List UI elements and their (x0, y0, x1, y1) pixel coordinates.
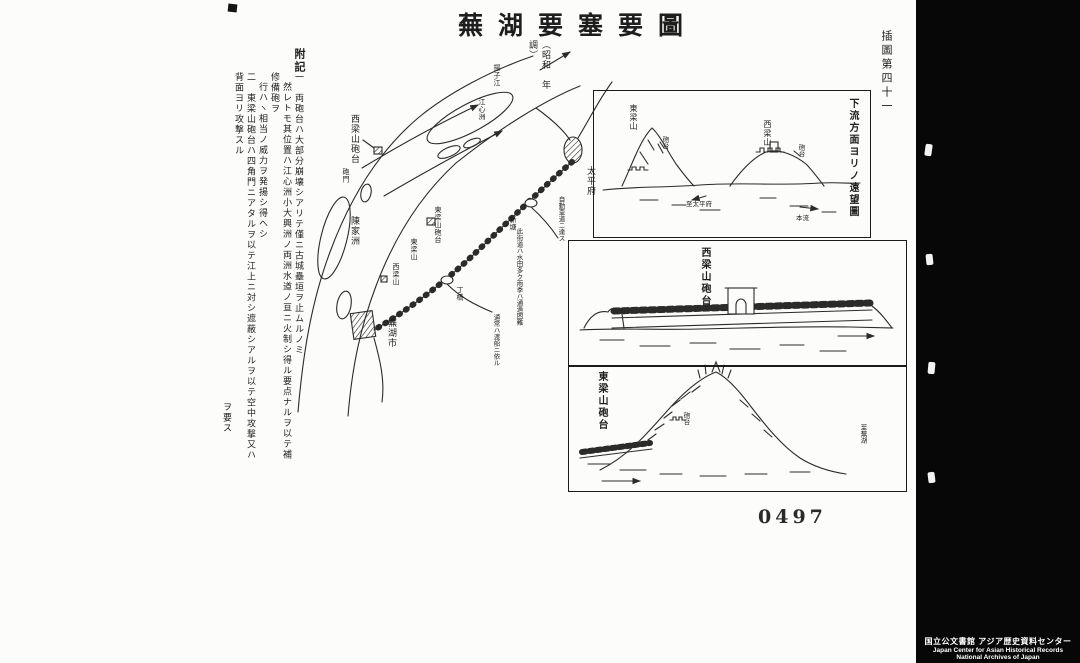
panel2-title: 西梁山砲台 (699, 247, 710, 307)
label-west-fort: 西梁山砲台 (349, 114, 359, 164)
label-east-fort: 東梁山砲台 (434, 206, 442, 244)
label-wuhu-city: 蕪湖市 (386, 318, 396, 348)
panel1-title: 下流方面ヨリノ遠望圖 (847, 98, 858, 218)
panel1-label-to-taiheifu: 至太平府 (686, 200, 712, 208)
note-line: 二 東梁山砲台ハ四角門ニアタルヲ以テ江上ニ対シ遮蔽シアルヲ以テ空中攻撃又ハ背面ヨ… (233, 72, 255, 461)
panel1-label-fort-right: 砲台 (797, 144, 805, 157)
notes-heading: 附記 (293, 48, 306, 74)
label-taiheifu-town: 太平府 (585, 166, 595, 196)
panel3-label-to-wuhu: 至蕪湖 (859, 424, 867, 444)
note-line: ヲ要ス (221, 402, 231, 434)
panel-distant-view (593, 90, 871, 238)
panel1-label-main-stream: 本流 (796, 214, 809, 222)
note-line: 然レトモ其位置ハ江心洲小大興洲ノ両洲水道ノ亘ニ火制シ得ル要点ナルヲ以テ補修備砲ヲ (269, 72, 291, 460)
label-west-mountain: 西梁山 (392, 263, 400, 286)
notes-text: 一 両砲台ハ大部分崩壊シアリテ僅ニ古城壘垣ヲ止ムルノミ 然レトモ其位置ハ江心洲小… (221, 72, 304, 462)
panel3-label-fort: 砲台 (682, 412, 690, 425)
scan-artifact (924, 143, 933, 157)
panel1-label-west-mountain: 西梁山 (763, 120, 772, 147)
note-motor-road: 自動車道ニ達ス (557, 196, 565, 242)
label-shinto: 新塘 (509, 216, 517, 231)
panel3-title: 東梁山砲台 (596, 371, 607, 431)
page-title: 蕪湖要塞要圖 (458, 11, 699, 40)
note-flooded-road: 此街道ハ水田多ク雨季ハ通過困難 (515, 228, 523, 326)
label-gun-gate: 砲門 (342, 168, 350, 183)
scan-artifact (925, 253, 934, 266)
figure-number-caption: 插圖第四十一 (880, 30, 893, 114)
note-line: 一 両砲台ハ大部分崩壊シアリテ僅ニ古城壘垣ヲ止ムルノミ (293, 72, 303, 356)
label-chinkashu-island: 陳家洲 (349, 216, 359, 246)
scan-artifact (927, 471, 936, 484)
scan-artifact (927, 361, 936, 375)
note-line: 行ハヽ相当ノ威力ヲ発揚シ得ヘシ (257, 82, 267, 240)
label-yangtze-river: 揚子江 (493, 64, 501, 87)
label-east-mountain: 東梁山 (410, 238, 418, 261)
panel-east-fort (568, 365, 907, 492)
archive-org-en: National Archives of Japan (956, 654, 1040, 661)
label-koshinshu-island: 江心洲 (478, 98, 486, 121)
panel1-label-fort-left: 砲台 (661, 136, 669, 149)
page-number-stamp: 0497 (758, 506, 827, 528)
scan-artifact-corner (227, 3, 238, 13)
scan-margin-bar: 国立公文書館 アジア歴史資料センター Japan Center for Asia… (916, 0, 1080, 663)
note-ferry: 通常ハ渡船ニ依ル (492, 314, 500, 366)
survey-date-note: （昭和 年調） (527, 40, 550, 90)
archive-footer: 国立公文書館 アジア歴史資料センター Japan Center for Asia… (916, 636, 1080, 661)
panel1-label-east-mountain: 東梁山 (629, 104, 638, 131)
panel-west-fort (568, 240, 907, 367)
label-teikyo-station: 丁橋 (456, 286, 464, 301)
archive-name-en: Japan Center for Asian Historical Record… (932, 647, 1064, 654)
archive-name-jp: 国立公文書館 アジア歴史資料センター (924, 637, 1072, 646)
